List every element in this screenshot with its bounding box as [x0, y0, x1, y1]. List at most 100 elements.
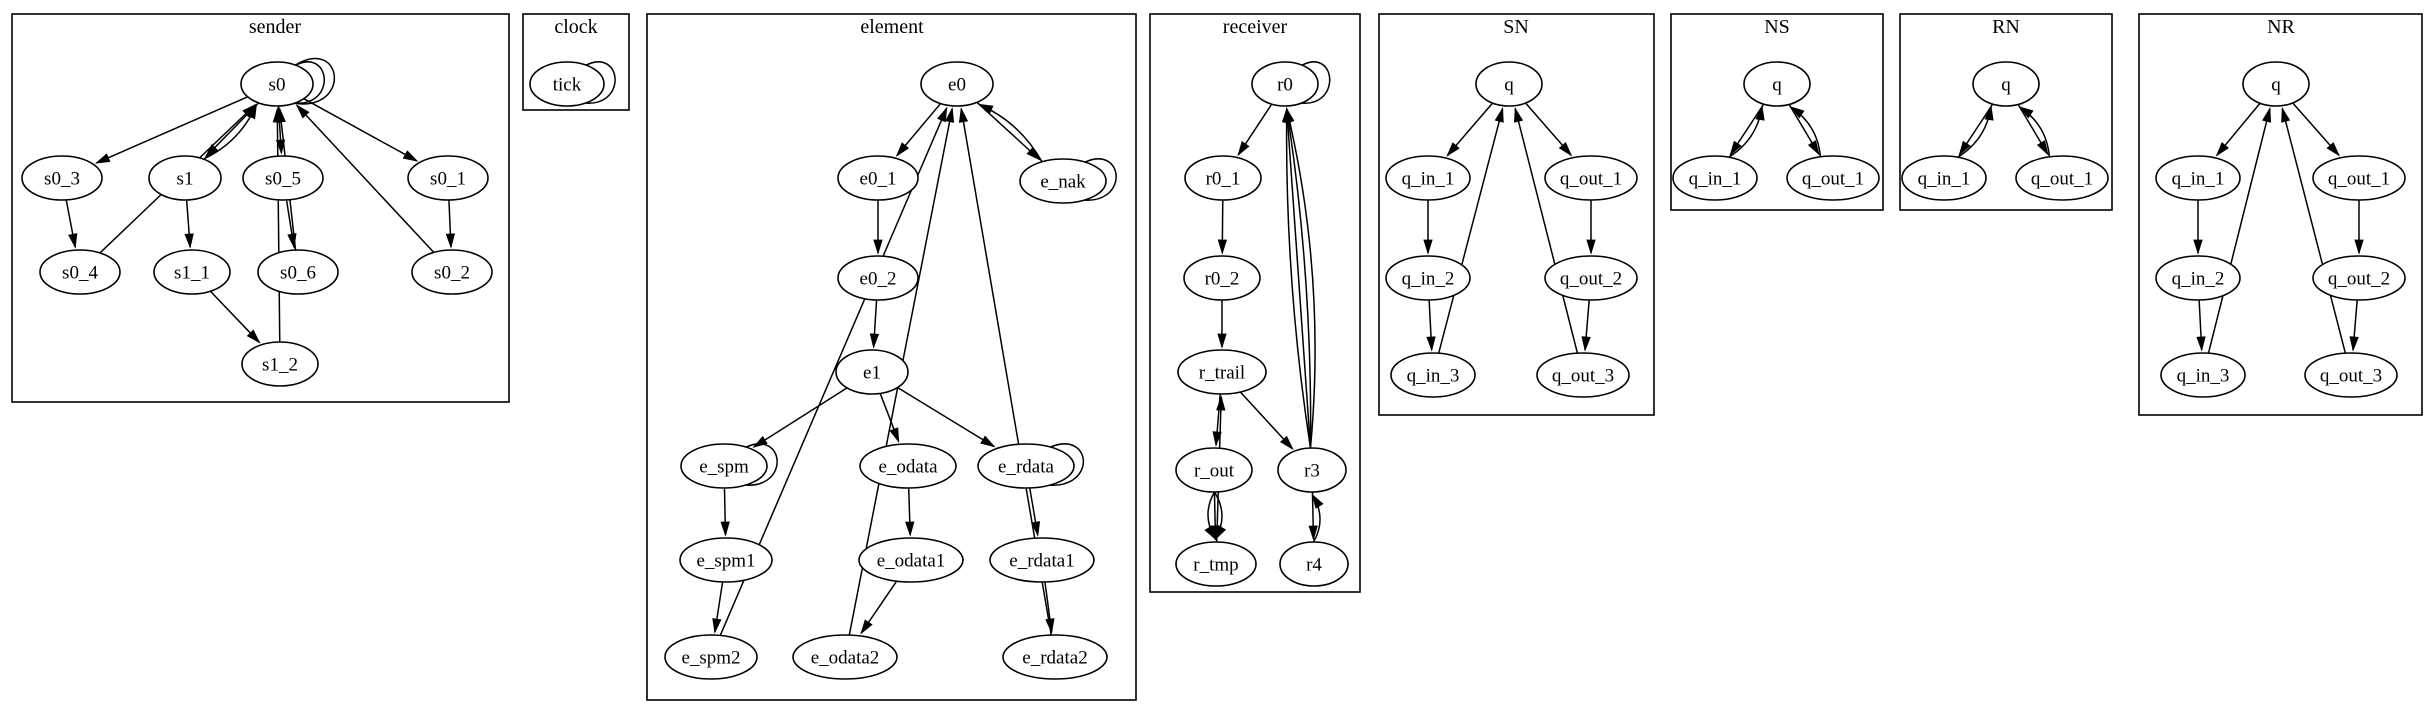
node-e_spm2[interactable]: e_spm2 [664, 634, 758, 680]
node-sn_q_in_2[interactable]: q_in_2 [1385, 255, 1471, 301]
node-shape-r_tmp[interactable] [1175, 541, 1257, 587]
node-sn_q_in_1[interactable]: q_in_1 [1385, 155, 1471, 201]
node-shape-s1_1[interactable] [153, 249, 231, 295]
node-s0_5[interactable]: s0_5 [242, 155, 324, 201]
node-r_trail[interactable]: r_trail [1177, 349, 1267, 395]
node-shape-sn_q_in_1[interactable] [1385, 155, 1471, 201]
node-s0_1[interactable]: s0_1 [407, 155, 489, 201]
node-shape-e_rdata2[interactable] [1002, 634, 1108, 680]
node-shape-s0_5[interactable] [242, 155, 324, 201]
node-e_rdata2[interactable]: e_rdata2 [1002, 634, 1108, 680]
node-e0_2[interactable]: e0_2 [837, 255, 919, 301]
node-rn_q[interactable]: q [1972, 61, 2040, 107]
node-e_odata2[interactable]: e_odata2 [792, 634, 898, 680]
node-sn_q_in_3[interactable]: q_in_3 [1390, 352, 1476, 398]
node-shape-ns_q_in_1[interactable] [1672, 155, 1758, 201]
node-shape-s0_1[interactable] [407, 155, 489, 201]
node-shape-sn_q_out_3[interactable] [1536, 352, 1630, 398]
node-shape-e_spm1[interactable] [679, 537, 773, 583]
node-shape-nr_q_out_2[interactable] [2312, 255, 2406, 301]
node-shape-s1_2[interactable] [241, 341, 319, 387]
node-shape-rn_q_in_1[interactable] [1901, 155, 1987, 201]
node-shape-s0[interactable] [240, 61, 314, 107]
node-shape-nr_q_in_2[interactable] [2155, 255, 2241, 301]
node-rn_q_out_1[interactable]: q_out_1 [2015, 155, 2109, 201]
node-s0[interactable]: s0 [240, 61, 314, 107]
node-e_odata[interactable]: e_odata [859, 443, 957, 489]
node-shape-sn_q_in_3[interactable] [1390, 352, 1476, 398]
node-r0_1[interactable]: r0_1 [1184, 155, 1262, 201]
node-shape-sn_q_in_2[interactable] [1385, 255, 1471, 301]
node-sn_q_out_3[interactable]: q_out_3 [1536, 352, 1630, 398]
node-ns_q_out_1[interactable]: q_out_1 [1786, 155, 1880, 201]
node-e_rdata[interactable]: e_rdata [977, 443, 1075, 489]
node-s1_1[interactable]: s1_1 [153, 249, 231, 295]
node-shape-e0_2[interactable] [837, 255, 919, 301]
node-s0_3[interactable]: s0_3 [21, 155, 103, 201]
node-sn_q[interactable]: q [1475, 61, 1543, 107]
node-sn_q_out_2[interactable]: q_out_2 [1544, 255, 1638, 301]
node-s1_2[interactable]: s1_2 [241, 341, 319, 387]
node-e_odata1[interactable]: e_odata1 [858, 537, 964, 583]
node-shape-r4[interactable] [1279, 541, 1349, 587]
node-r0_2[interactable]: r0_2 [1183, 255, 1261, 301]
node-shape-e_odata2[interactable] [792, 634, 898, 680]
node-e_rdata1[interactable]: e_rdata1 [989, 537, 1095, 583]
node-shape-nr_q_out_1[interactable] [2312, 155, 2406, 201]
node-shape-r0_1[interactable] [1184, 155, 1262, 201]
node-e_nak[interactable]: e_nak [1019, 158, 1107, 204]
node-nr_q_in_2[interactable]: q_in_2 [2155, 255, 2241, 301]
node-shape-r0[interactable] [1251, 61, 1319, 107]
node-shape-e_odata[interactable] [859, 443, 957, 489]
node-shape-e0[interactable] [920, 61, 994, 107]
node-shape-rn_q[interactable] [1972, 61, 2040, 107]
node-r4[interactable]: r4 [1279, 541, 1349, 587]
node-tick[interactable]: tick [529, 61, 605, 107]
node-shape-e_spm[interactable] [680, 443, 768, 489]
node-e_spm1[interactable]: e_spm1 [679, 537, 773, 583]
node-r0[interactable]: r0 [1251, 61, 1319, 107]
node-shape-e_nak[interactable] [1019, 158, 1107, 204]
node-ns_q[interactable]: q [1743, 61, 1811, 107]
node-shape-e_odata1[interactable] [858, 537, 964, 583]
node-nr_q_out_3[interactable]: q_out_3 [2304, 352, 2398, 398]
node-shape-r_trail[interactable] [1177, 349, 1267, 395]
node-shape-nr_q_in_1[interactable] [2155, 155, 2241, 201]
node-r_tmp[interactable]: r_tmp [1175, 541, 1257, 587]
node-shape-s0_6[interactable] [257, 249, 339, 295]
node-s0_4[interactable]: s0_4 [39, 249, 121, 295]
node-shape-e1[interactable] [835, 349, 909, 395]
node-shape-e_rdata1[interactable] [989, 537, 1095, 583]
node-s0_6[interactable]: s0_6 [257, 249, 339, 295]
node-sn_q_out_1[interactable]: q_out_1 [1544, 155, 1638, 201]
node-shape-nr_q_out_3[interactable] [2304, 352, 2398, 398]
node-shape-nr_q[interactable] [2242, 61, 2310, 107]
node-shape-r3[interactable] [1277, 447, 1347, 493]
node-e0_1[interactable]: e0_1 [837, 155, 919, 201]
node-shape-s0_3[interactable] [21, 155, 103, 201]
node-e_spm[interactable]: e_spm [680, 443, 768, 489]
node-shape-ns_q_out_1[interactable] [1786, 155, 1880, 201]
node-shape-tick[interactable] [529, 61, 605, 107]
node-nr_q_in_3[interactable]: q_in_3 [2160, 352, 2246, 398]
node-shape-e0_1[interactable] [837, 155, 919, 201]
node-r_out[interactable]: r_out [1175, 447, 1253, 493]
node-e0[interactable]: e0 [920, 61, 994, 107]
node-s1[interactable]: s1 [148, 155, 222, 201]
node-nr_q[interactable]: q [2242, 61, 2310, 107]
node-shape-ns_q[interactable] [1743, 61, 1811, 107]
node-ns_q_in_1[interactable]: q_in_1 [1672, 155, 1758, 201]
node-shape-e_spm2[interactable] [664, 634, 758, 680]
node-shape-r0_2[interactable] [1183, 255, 1261, 301]
node-s0_2[interactable]: s0_2 [411, 249, 493, 295]
node-shape-sn_q_out_2[interactable] [1544, 255, 1638, 301]
node-shape-rn_q_out_1[interactable] [2015, 155, 2109, 201]
node-shape-sn_q[interactable] [1475, 61, 1543, 107]
node-shape-e_rdata[interactable] [977, 443, 1075, 489]
node-nr_q_out_1[interactable]: q_out_1 [2312, 155, 2406, 201]
node-rn_q_in_1[interactable]: q_in_1 [1901, 155, 1987, 201]
node-shape-r_out[interactable] [1175, 447, 1253, 493]
node-shape-nr_q_in_3[interactable] [2160, 352, 2246, 398]
node-nr_q_out_2[interactable]: q_out_2 [2312, 255, 2406, 301]
node-shape-s0_4[interactable] [39, 249, 121, 295]
